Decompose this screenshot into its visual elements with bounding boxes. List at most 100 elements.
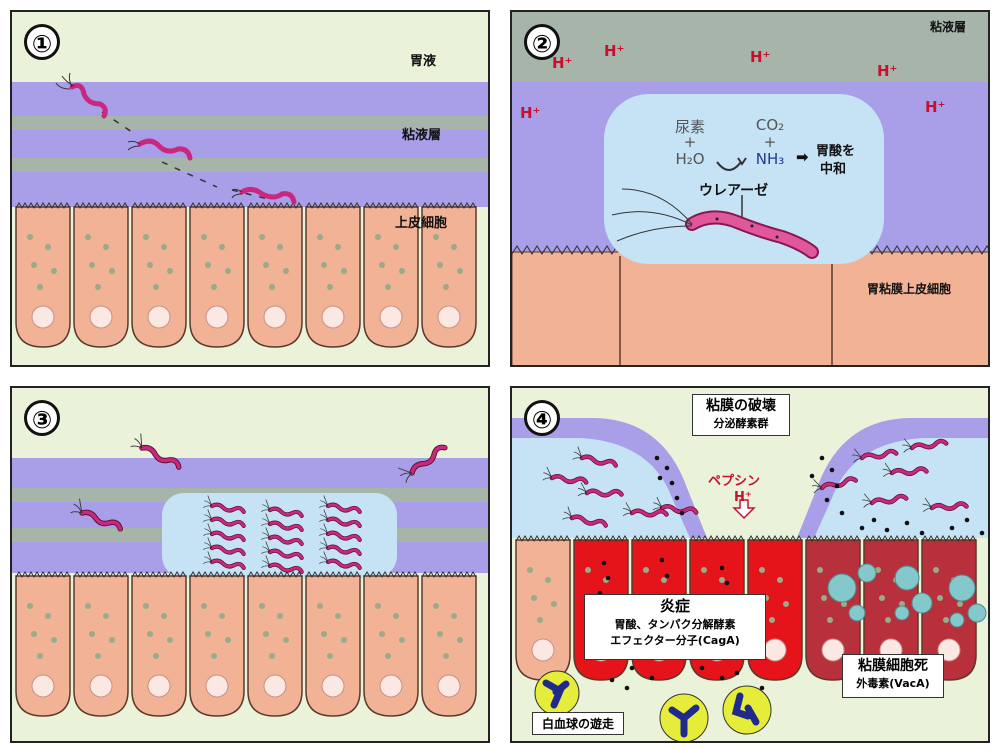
granule: [661, 577, 667, 583]
granule: [283, 637, 289, 643]
wbc-migration-label: 白血球の遊走: [532, 712, 624, 735]
bacterium: [577, 482, 624, 498]
pepsin-label: ペプシン: [708, 474, 761, 489]
label-gastric-epithelium: 胃粘膜上皮細胞: [867, 282, 952, 296]
epithelial-cell: [305, 206, 361, 348]
white-blood-cell-icon: [722, 685, 772, 735]
granule: [375, 234, 381, 240]
bacterium: [319, 495, 362, 514]
toxin-dot: [809, 473, 815, 479]
bacterium: [572, 446, 618, 468]
toxin-dot: [719, 675, 725, 681]
hydrogen-ion: H⁺: [604, 42, 625, 60]
cell-nucleus: [437, 305, 461, 329]
granule: [841, 601, 847, 607]
epithelial-cell: [15, 575, 71, 717]
toxin-dot: [659, 557, 665, 563]
co2-label: CO₂: [755, 116, 785, 134]
granule: [161, 244, 167, 250]
granule: [269, 653, 275, 659]
bacterium: [127, 138, 193, 161]
bacterium: [55, 72, 108, 119]
granule: [827, 617, 833, 623]
arrow-icon: ➡: [796, 148, 809, 166]
vacuole: [857, 563, 877, 583]
toxin-dot: [601, 560, 607, 566]
bacterium: [203, 495, 246, 514]
label-epithelial-cells: 上皮細胞: [395, 216, 448, 231]
granule: [375, 603, 381, 609]
down-arrow-icon: [732, 499, 756, 520]
vacuole: [949, 612, 965, 628]
granule: [335, 244, 341, 250]
granule: [277, 244, 283, 250]
toxin-dot: [884, 527, 890, 533]
bacterium: [319, 523, 362, 542]
vacuole: [894, 605, 910, 621]
granule: [385, 284, 391, 290]
vacuole: [848, 604, 866, 622]
granule: [399, 637, 405, 643]
bacterium: [203, 509, 246, 528]
cell-nucleus: [437, 674, 461, 698]
toxin-dot: [664, 573, 670, 579]
granule: [341, 268, 347, 274]
panel-2-urease-neutralization: ② 粘液層 H⁺ H⁺ H⁺ H⁺ H⁺ H⁺ 尿素 + H₂O CO₂ + N…: [510, 10, 990, 367]
bacterium: [261, 499, 304, 518]
vacuole: [911, 592, 933, 614]
granule: [51, 268, 57, 274]
granule: [317, 603, 323, 609]
cell-nucleus: [263, 674, 287, 698]
granule: [201, 234, 207, 240]
inflammation-box: 炎症 胃酸、タンパク分解酵素 エフェクター分子(CagA): [584, 594, 766, 660]
inflammation-title: 炎症: [659, 597, 690, 615]
mucus-stripe: [12, 158, 488, 172]
granule: [327, 284, 333, 290]
granule: [899, 601, 905, 607]
toxin-dot: [824, 497, 830, 503]
hydrogen-ion: H⁺: [750, 48, 771, 66]
bacterium: [902, 438, 949, 453]
bacterium: [319, 537, 362, 556]
bacterium: [542, 466, 589, 485]
granule: [777, 577, 783, 583]
granule: [95, 653, 101, 659]
granule: [937, 595, 943, 601]
epithelial-cell-row: [15, 202, 477, 348]
toxin-dot: [609, 677, 615, 683]
bacterium: [203, 537, 246, 556]
granule: [143, 234, 149, 240]
epithelial-cell: [131, 575, 187, 717]
granule: [451, 613, 457, 619]
granule: [379, 262, 385, 268]
plus-sign: +: [683, 133, 697, 151]
epithelial-cell: [247, 575, 303, 717]
granule: [37, 284, 43, 290]
cell-nucleus: [205, 674, 229, 698]
hydrogen-ion: H⁺: [877, 62, 898, 80]
granule: [259, 603, 265, 609]
granule: [45, 613, 51, 619]
mucosal-destruction-title: 粘膜の破壊: [706, 398, 776, 414]
cell-nucleus: [321, 674, 345, 698]
cell-nucleus: [379, 305, 403, 329]
toxin-dot: [919, 530, 925, 536]
toxin-dot: [819, 455, 825, 461]
epithelial-cell: [189, 575, 245, 717]
toxin-dot: [904, 520, 910, 526]
granule: [437, 631, 443, 637]
bacterium: [231, 186, 297, 205]
panel-4-mucosal-damage: ④ 粘膜の破壊 分泌酵素群 ペプシン H⁺ 炎症 胃酸、タンパク分解酵素 エフェ…: [510, 386, 990, 743]
bacterium: [562, 506, 608, 528]
bacterium: [882, 462, 929, 478]
granule: [643, 567, 649, 573]
bacterium: [922, 497, 969, 513]
granule: [783, 601, 789, 607]
water-label: H₂O: [675, 150, 705, 168]
granule: [259, 234, 265, 240]
panel-2-illustration: [512, 12, 988, 365]
bacterium: [862, 493, 909, 508]
bacteria-group: [542, 438, 969, 528]
granule: [759, 567, 765, 573]
epithelial-cell: [189, 206, 245, 348]
